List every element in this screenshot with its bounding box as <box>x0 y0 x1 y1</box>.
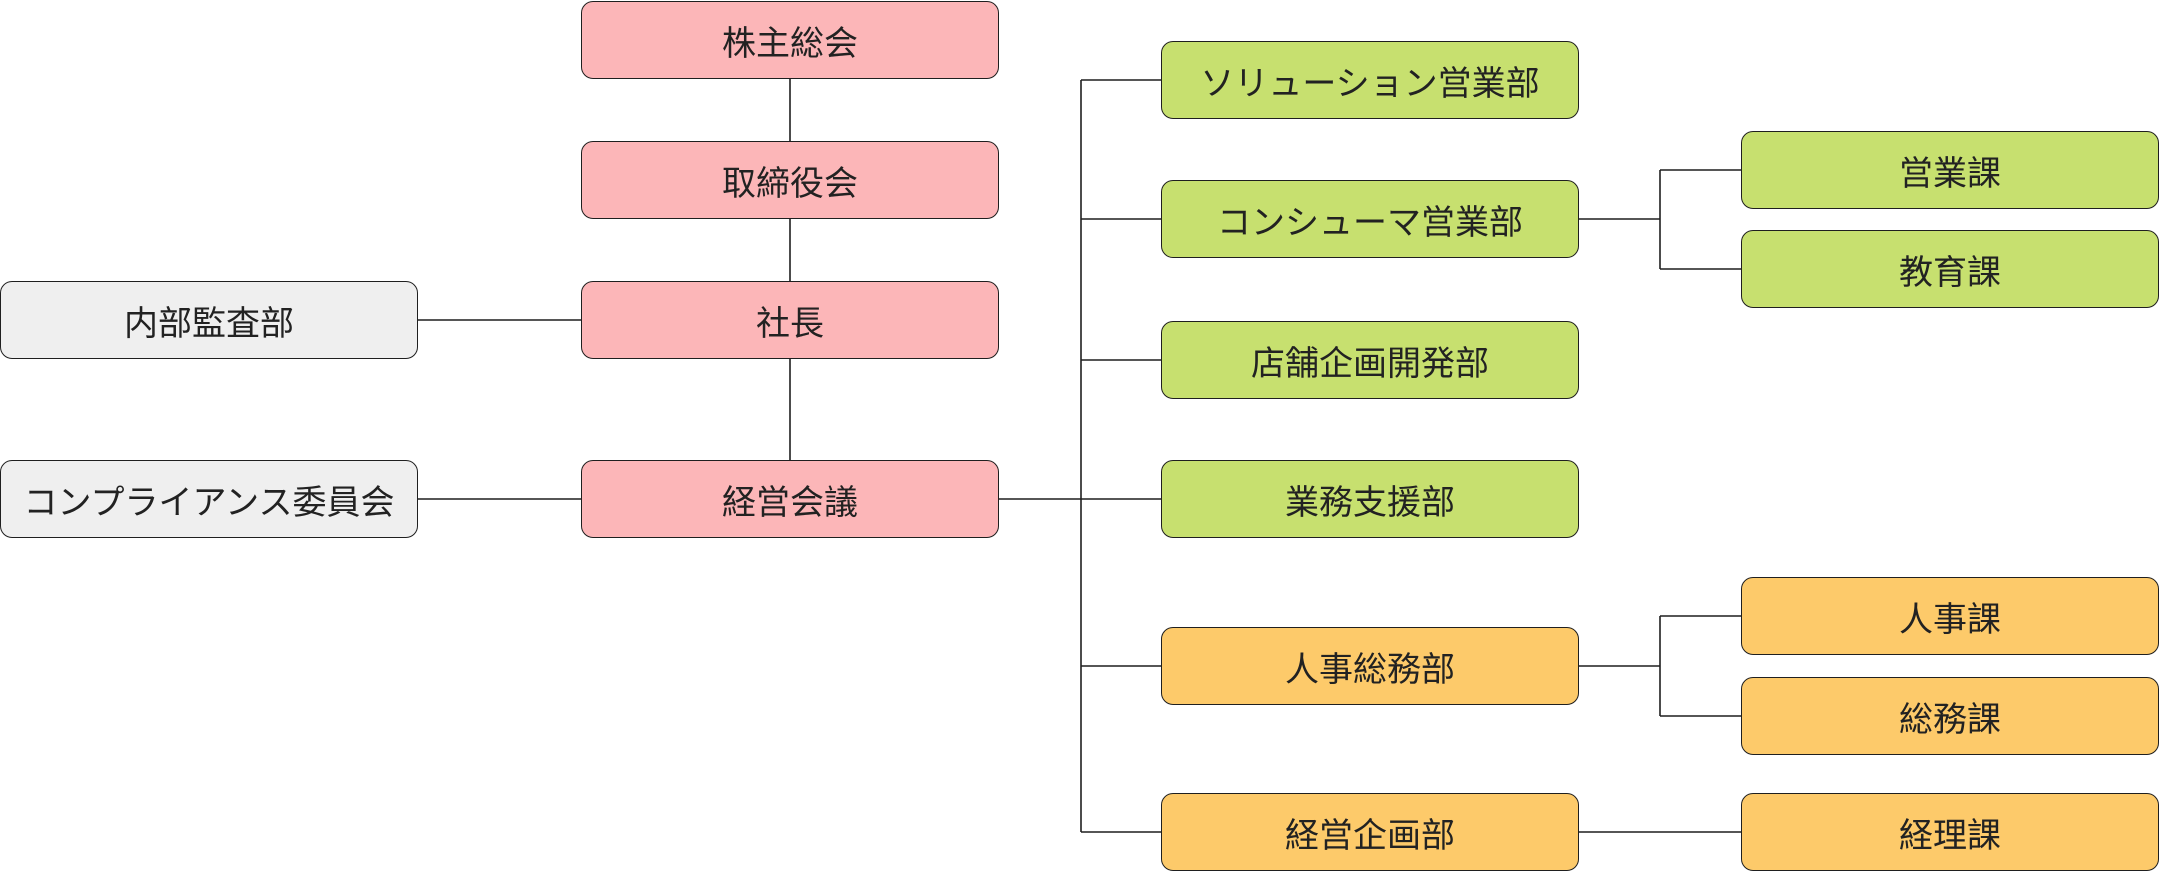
node-business-support: 業務支援部 <box>1161 460 1579 538</box>
node-label: ソリューション営業部 <box>1200 63 1540 104</box>
node-accounting-section: 経理課 <box>1741 793 2159 871</box>
node-shareholders: 株主総会 <box>581 1 999 79</box>
node-compliance-committee: コンプライアンス委員会 <box>0 460 418 538</box>
node-label: 株主総会 <box>722 23 858 64</box>
node-label: 社長 <box>756 303 824 344</box>
node-solution-sales: ソリューション営業部 <box>1161 41 1579 119</box>
node-label: コンシューマ営業部 <box>1217 202 1523 243</box>
node-president: 社長 <box>581 281 999 359</box>
node-hr-general-affairs: 人事総務部 <box>1161 627 1579 705</box>
node-management-meeting: 経営会議 <box>581 460 999 538</box>
node-consumer-sales: コンシューマ営業部 <box>1161 180 1579 258</box>
node-store-planning: 店舗企画開発部 <box>1161 321 1579 399</box>
node-general-affairs-section: 総務課 <box>1741 677 2159 755</box>
node-label: 業務支援部 <box>1285 482 1455 523</box>
node-label: 経営会議 <box>722 482 858 523</box>
node-sales-section: 営業課 <box>1741 131 2159 209</box>
node-hr-section: 人事課 <box>1741 577 2159 655</box>
node-label: 人事総務部 <box>1285 649 1455 690</box>
node-label: 経理課 <box>1899 815 2001 856</box>
node-label: 人事課 <box>1899 599 2001 640</box>
node-internal-audit: 内部監査部 <box>0 281 418 359</box>
node-label: 取締役会 <box>722 163 858 204</box>
node-label: 内部監査部 <box>124 303 294 344</box>
node-corporate-planning: 経営企画部 <box>1161 793 1579 871</box>
node-label: コンプライアンス委員会 <box>23 482 395 523</box>
node-label: 経営企画部 <box>1285 815 1455 856</box>
node-board: 取締役会 <box>581 141 999 219</box>
node-label: 総務課 <box>1899 699 2001 740</box>
node-label: 店舗企画開発部 <box>1251 343 1489 384</box>
node-label: 営業課 <box>1899 153 2001 194</box>
node-label: 教育課 <box>1899 252 2001 293</box>
node-education-section: 教育課 <box>1741 230 2159 308</box>
